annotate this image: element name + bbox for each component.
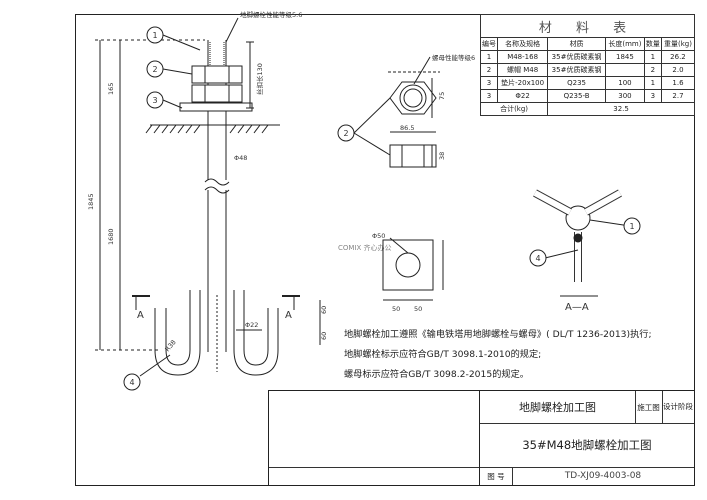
table-cell: Q235-B — [547, 89, 606, 103]
total-label: 合计(kg) — [479, 102, 549, 116]
dim-38: 38 — [438, 152, 446, 160]
callout-2-nut-label: 2 — [343, 129, 348, 138]
table-total-row: 合计(kg) 32.5 — [479, 102, 695, 116]
table-cell: 1 — [643, 76, 662, 90]
table-cell: 300 — [605, 89, 645, 103]
table-cell: 100 — [605, 76, 645, 90]
note-line: 地脚螺栓标示应符合GB/T 3098.1-2010的规定; — [344, 349, 542, 360]
callout-1-label: 1 — [152, 31, 157, 40]
dim-86-5: 86.5 — [400, 124, 414, 132]
title-block-divider — [269, 467, 479, 468]
note-line: 螺母标示应符合GB/T 3098.2-2015的规定。 — [344, 369, 529, 380]
section-title: A—A — [565, 302, 589, 313]
stage-value: 施工图 — [635, 391, 663, 424]
header-cell: 数量 — [643, 37, 662, 51]
section-mark-right: A — [285, 310, 292, 321]
dim-75: 75 — [438, 92, 446, 100]
drawing-number: TD-XJ09-4003-08 — [564, 471, 642, 481]
dim-1680: 1680 — [107, 228, 115, 245]
callout-3-label: 3 — [152, 96, 157, 105]
header-cell: 编号 — [479, 37, 499, 51]
dim-phi50: Φ50 — [372, 232, 385, 240]
callout-4-label: 4 — [129, 378, 134, 387]
table-cell: 2 — [479, 63, 499, 77]
table-cell: 3 — [479, 89, 499, 103]
dim-60-a: 60 — [320, 306, 328, 314]
table-cell — [605, 63, 645, 77]
design-stage-label: 设计阶段 — [662, 391, 694, 424]
table-cell: 35#优质碳素钢 — [547, 63, 606, 77]
dim-50-a: 50 — [392, 305, 400, 313]
callout-1-section-label: 1 — [629, 222, 634, 231]
dim-phi48: Φ48 — [234, 154, 247, 162]
table-cell: Q235 — [547, 76, 606, 90]
table-cell: 2.0 — [660, 63, 696, 77]
header-cell: 名称及规格 — [497, 37, 549, 51]
table-cell: 垫片-20x100 — [497, 76, 549, 90]
title-block-info: 地脚螺栓加工图 施工图 设计阶段 35#M48地脚螺栓加工图 图 号 TD-XJ… — [479, 391, 694, 485]
dim-1845: 1845 — [87, 193, 95, 210]
table-cell: 3 — [643, 89, 662, 103]
title-block: 地脚螺栓加工图 施工图 设计阶段 35#M48地脚螺栓加工图 图 号 TD-XJ… — [268, 390, 695, 486]
table-cell: 35#优质碳素钢 — [547, 50, 606, 64]
table-row: 1 M48-168 35#优质碳素钢 1845 1 26.2 — [479, 50, 696, 64]
header-cell: 材质 — [547, 37, 606, 51]
table-cell: 1 — [643, 50, 662, 64]
table-row: 2 螺帽 M48 35#优质碳素钢 2 2.0 — [479, 63, 696, 77]
total-value: 32.5 — [547, 102, 695, 116]
header-cell: 长度(mm) — [605, 37, 645, 51]
table-cell: 2.7 — [660, 89, 696, 103]
drawing-number-label: 图 号 — [480, 467, 513, 485]
fabrication-notes: 地脚螺栓加工遵照《输电铁塔用地脚螺栓与螺母》( DL/T 1236-2013)执… — [344, 325, 652, 385]
table-cell: M48-168 — [497, 50, 549, 64]
callout-2-label: 2 — [152, 65, 157, 74]
anchor-grade-note: 地脚螺栓性能等级5.6 — [240, 10, 302, 19]
table-cell: 2 — [643, 63, 662, 77]
nut-grade-note: 螺母性能等级6 — [432, 53, 475, 62]
note-line: 地脚螺栓加工遵照《输电铁塔用地脚螺栓与螺母》( DL/T 1236-2013)执… — [344, 329, 652, 340]
dim-165: 165 — [107, 83, 115, 95]
drawing-name: 地脚螺栓加工图 — [480, 391, 636, 424]
dim-thread-130: 丝扣长130 — [255, 63, 264, 95]
table-cell: 1 — [479, 50, 499, 64]
materials-table-title: 材 料 表 — [480, 14, 695, 38]
table-cell: 螺帽 M48 — [497, 63, 549, 77]
table-cell: 1845 — [605, 50, 645, 64]
materials-table: 材 料 表 编号 名称及规格 材质 长度(mm) 数量 重量(kg) 1 M48… — [479, 14, 696, 116]
header-cell: 重量(kg) — [660, 37, 696, 51]
table-cell: 1.6 — [660, 76, 696, 90]
dim-60-b: 60 — [320, 332, 328, 340]
table-cell: 3 — [479, 76, 499, 90]
table-cell: Φ22 — [497, 89, 549, 103]
table-cell: 26.2 — [660, 50, 696, 64]
section-mark-left: A — [137, 310, 144, 321]
watermark-logo: COMIX 齐心办公 — [338, 243, 392, 252]
dim-50-b: 50 — [414, 305, 422, 313]
callout-4-section-label: 4 — [535, 254, 540, 263]
full-title: 35#M48地脚螺栓加工图 — [480, 423, 694, 468]
table-row: 3 垫片-20x100 Q235 100 1 1.6 — [479, 76, 696, 90]
materials-table-header-row: 编号 名称及规格 材质 长度(mm) 数量 重量(kg) — [479, 37, 696, 51]
dim-phi22: Φ22 — [245, 321, 258, 329]
table-row: 3 Φ22 Q235-B 300 3 2.7 — [479, 89, 696, 103]
